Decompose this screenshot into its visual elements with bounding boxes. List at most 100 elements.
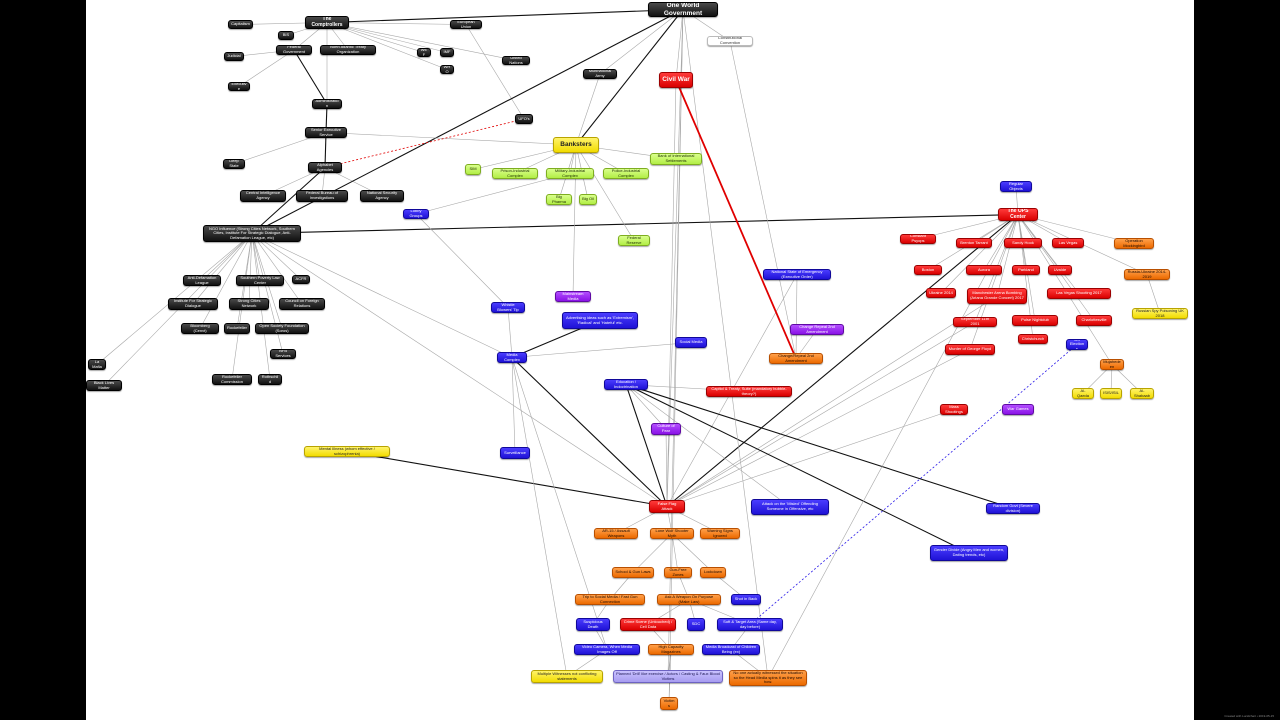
node-alqaeda[interactable]: Al-Qaeda: [1072, 388, 1094, 399]
node-whistleblower[interactable]: Whistle Blowers' Tip: [491, 302, 525, 313]
node-r8[interactable]: Manchester Arena Bombing (Ariana Grande …: [967, 288, 1027, 304]
node-mockingbird[interactable]: Operation Mockingbird: [1114, 238, 1154, 249]
node-rothschild[interactable]: Rothschild: [258, 374, 282, 385]
node-unitednations[interactable]: United Nations: [502, 56, 530, 65]
node-judicial[interactable]: Judicial: [224, 52, 244, 61]
node-sim[interactable]: SIM: [465, 164, 481, 175]
node-changerepeal[interactable]: Change/Repeal 2nd Amendment: [769, 353, 823, 364]
node-multiwitness[interactable]: Multiple Witnesses not conflicting state…: [531, 670, 603, 683]
node-nfbm[interactable]: NFB Services: [270, 349, 296, 359]
node-mediacomplex[interactable]: Media Complex: [497, 352, 527, 363]
node-isis[interactable]: ISIS/ISIL: [1100, 388, 1122, 399]
node-civilwar[interactable]: Civil War: [659, 72, 693, 88]
node-adl[interactable]: Anti-Defamation League: [183, 275, 221, 286]
node-bigpharma[interactable]: Big Pharma: [546, 194, 572, 205]
node-falseflag[interactable]: False Flag Attack: [649, 500, 685, 513]
node-acfr[interactable]: ACFR: [292, 275, 310, 284]
node-mentalillness[interactable]: Mental Illness (whom effective / schizop…: [304, 446, 390, 457]
node-randomgov[interactable]: Random Govt (Severe division): [986, 503, 1040, 514]
node-fedreserve[interactable]: Federal Reserve: [618, 235, 650, 246]
node-sdc[interactable]: SDC: [687, 618, 705, 631]
node-r14[interactable]: Murder of George Floyd: [945, 344, 995, 355]
node-nato[interactable]: North Atlantic Treaty Organization: [320, 45, 376, 55]
node-bloomberg[interactable]: Bloomberg (Cenvt): [181, 323, 219, 334]
node-victims[interactable]: Victims: [660, 697, 678, 710]
node-bis[interactable]: BIS: [278, 31, 294, 40]
node-r10[interactable]: Pulse Nightclub: [1012, 315, 1058, 326]
node-scn[interactable]: Strong Cities Network: [229, 298, 269, 310]
node-execbranch[interactable]: Senior Executive Service: [305, 127, 347, 138]
node-aptruhpost[interactable]: AR-15 / Assault Weapons: [594, 528, 638, 539]
node-education[interactable]: Education / Indoctrination: [604, 379, 648, 390]
node-splc[interactable]: Southern Poverty Law Center: [236, 275, 284, 286]
node-cfr[interactable]: Council on Foreign Relations: [279, 298, 325, 310]
node-rockefeller[interactable]: Rockefeller: [224, 323, 250, 334]
node-lamafia[interactable]: La Mafia: [88, 359, 106, 370]
node-european[interactable]: European Union: [450, 20, 482, 29]
node-fedgov[interactable]: Federal Government: [276, 45, 312, 55]
node-softtarget[interactable]: Soft & Target Area (Same day, day before…: [717, 618, 783, 631]
node-administration[interactable]: Administration: [312, 99, 342, 109]
node-socialmedia[interactable]: Social Media: [675, 337, 707, 348]
node-mediabroadcast[interactable]: Media Broadcast of Children Being (ex): [702, 644, 760, 655]
node-capitolriot[interactable]: Capitol & Treaty, Suite (mandatory bubbl…: [706, 386, 792, 397]
node-skripal[interactable]: Russian Spy Poisoning UK 2018: [1132, 308, 1188, 319]
node-schoolsusp[interactable]: School & Gun Laws: [612, 567, 654, 578]
node-fbi[interactable]: Federal Bureau of Investigations: [296, 190, 348, 202]
node-r9[interactable]: Las Vegas Shooting 2017: [1047, 288, 1111, 299]
node-cgp[interactable]: Constant Psyops: [900, 234, 936, 244]
node-videoscameras[interactable]: Video Camera, When Media Images Off: [574, 644, 640, 655]
node-suspicious[interactable]: Suspicious Death: [576, 618, 610, 631]
node-n_imf[interactable]: IMF: [440, 48, 454, 57]
node-r11[interactable]: Charlottesville: [1076, 315, 1112, 326]
node-policeind[interactable]: Police-Industrial Complex: [603, 168, 649, 179]
node-owg[interactable]: One World Government: [648, 2, 718, 17]
node-banksters[interactable]: Banksters: [553, 137, 599, 153]
node-ccnvn[interactable]: Constitutional Convention: [707, 36, 753, 46]
node-alphabet[interactable]: Alphabet Agencies: [308, 162, 342, 173]
node-purplerestrict[interactable]: Change Repeal 2nd Amendment: [790, 324, 844, 335]
node-ngo[interactable]: NGO Influence (Strong Cities Network, So…: [203, 225, 301, 242]
node-alshabab[interactable]: Al-Shabaab: [1130, 388, 1154, 399]
node-wargames[interactable]: War Games: [1002, 404, 1034, 415]
node-n_wef[interactable]: WEF: [417, 48, 431, 57]
node-lockdowns[interactable]: Lockdown: [700, 567, 726, 578]
node-mujahedeen[interactable]: Mujahedeen: [1100, 359, 1124, 370]
node-cultureofhate[interactable]: Culture of Fear: [651, 423, 681, 435]
node-ufo[interactable]: UFO's: [515, 114, 533, 124]
node-highcap[interactable]: High Capacity Magazines: [648, 644, 694, 655]
node-r5[interactable]: Aurora: [966, 265, 1002, 275]
node-r6[interactable]: Parkland: [1012, 265, 1040, 275]
node-shotinback[interactable]: Shot in Back: [731, 594, 761, 605]
node-isd[interactable]: Institute For Strategic Dialogue: [168, 298, 218, 310]
node-r2[interactable]: Sandy Hook: [1004, 238, 1042, 248]
node-bigoil[interactable]: Big Oil: [579, 194, 597, 205]
node-geneticsurv[interactable]: Surveillance: [500, 447, 530, 459]
node-trippedmedia[interactable]: Trip to Social Media / Fast Gun Connecti…: [575, 594, 645, 605]
node-lonewolf[interactable]: Lone Wolf Shooter Myth: [650, 528, 694, 539]
node-r7[interactable]: Uvalde: [1048, 265, 1072, 275]
node-nsa[interactable]: National Security Agency: [360, 190, 404, 202]
node-r4[interactable]: Boston: [914, 265, 942, 275]
node-prisonind[interactable]: Prison-Industrial Complex: [492, 168, 538, 179]
node-intlsettle[interactable]: Bank of International Settlements: [650, 153, 702, 165]
node-opscenter[interactable]: The OPS Center: [998, 208, 1038, 221]
node-r1[interactable]: Brenton Tarrant: [956, 238, 992, 248]
node-deepstate[interactable]: Deep State: [223, 159, 245, 169]
node-ruralaccel[interactable]: Rockefeller Commission: [212, 374, 252, 385]
node-noonewas[interactable]: No one actually witnessed the situation …: [729, 670, 807, 686]
node-executive[interactable]: Executive: [228, 82, 250, 91]
node-bluelist[interactable]: US Elections: [1066, 339, 1088, 350]
node-comptrollers[interactable]: The Comptrollers: [305, 16, 349, 29]
node-bluemain[interactable]: National State of Emergency (Executive O…: [763, 269, 831, 280]
node-capitalism[interactable]: Capitalism: [228, 20, 253, 29]
node-dopamine[interactable]: Regular Objects: [1000, 181, 1032, 192]
node-mainstream[interactable]: Mainstream Media: [555, 291, 591, 302]
node-redmid[interactable]: Mass Shootings: [940, 404, 968, 415]
node-milind[interactable]: Military-Industrial Complex: [546, 168, 594, 179]
node-genderdiv[interactable]: Gender Divide (Angry Men and women, Dati…: [930, 545, 1008, 561]
node-russiaukr[interactable]: Russia-Ukraine 2014-2019: [1124, 269, 1170, 280]
node-fullauto[interactable]: Ask A Weapon On Purpose (Make Law): [657, 594, 721, 605]
node-attackedsome[interactable]: Attack on the 'Misled' Offending Someone…: [751, 499, 829, 515]
node-r12[interactable]: September 11th 2001: [953, 317, 997, 327]
